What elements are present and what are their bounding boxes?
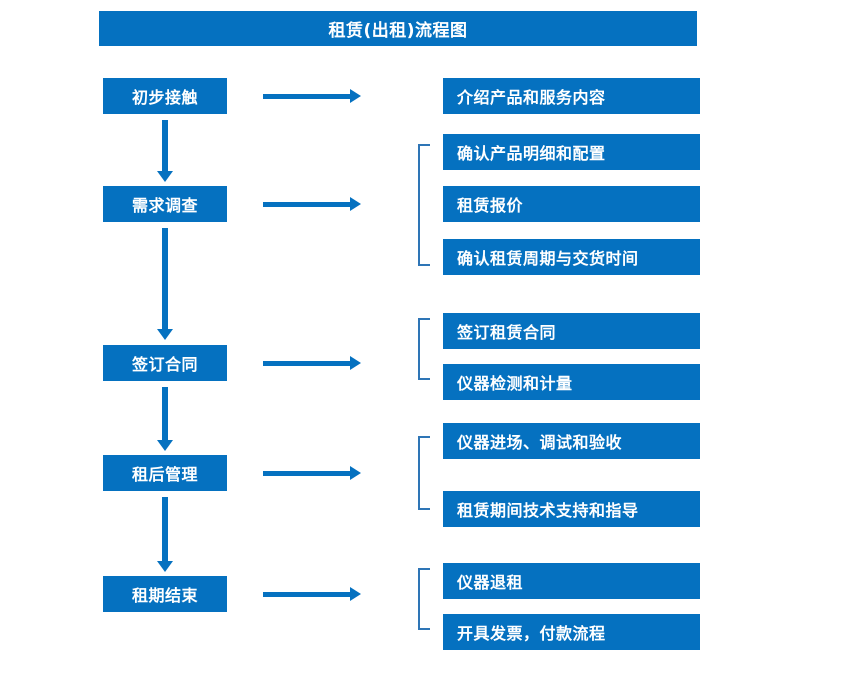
detail-node-9[interactable]: 仪器退租	[443, 563, 700, 599]
right-arrow-icon-1	[263, 89, 361, 103]
group-bracket-icon-2	[418, 318, 430, 380]
right-arrow-icon-2	[263, 197, 361, 211]
right-arrow-icon-4	[263, 466, 361, 480]
stage-node-5[interactable]: 租期结束	[103, 576, 227, 612]
detail-node-1[interactable]: 介绍产品和服务内容	[443, 78, 700, 114]
down-arrow-icon-1	[157, 120, 173, 182]
detail-node-6[interactable]: 仪器检测和计量	[443, 364, 700, 400]
right-arrow-icon-5	[263, 587, 361, 601]
down-arrow-icon-2	[157, 228, 173, 340]
detail-node-2[interactable]: 确认产品明细和配置	[443, 134, 700, 170]
detail-node-4[interactable]: 确认租赁周期与交货时间	[443, 239, 700, 275]
detail-node-5[interactable]: 签订租赁合同	[443, 313, 700, 349]
down-arrow-icon-4	[157, 497, 173, 572]
detail-node-10[interactable]: 开具发票，付款流程	[443, 614, 700, 650]
down-arrow-icon-3	[157, 387, 173, 451]
right-arrow-icon-3	[263, 356, 361, 370]
detail-node-7[interactable]: 仪器进场、调试和验收	[443, 423, 700, 459]
stage-node-1[interactable]: 初步接触	[103, 78, 227, 114]
group-bracket-icon-1	[418, 144, 430, 266]
stage-node-2[interactable]: 需求调查	[103, 186, 227, 222]
group-bracket-icon-4	[418, 568, 430, 630]
group-bracket-icon-3	[418, 436, 430, 510]
stage-node-3[interactable]: 签订合同	[103, 345, 227, 381]
detail-node-8[interactable]: 租赁期间技术支持和指导	[443, 491, 700, 527]
page-title: 租赁(出租)流程图	[99, 11, 697, 46]
detail-node-3[interactable]: 租赁报价	[443, 186, 700, 222]
stage-node-4[interactable]: 租后管理	[103, 455, 227, 491]
